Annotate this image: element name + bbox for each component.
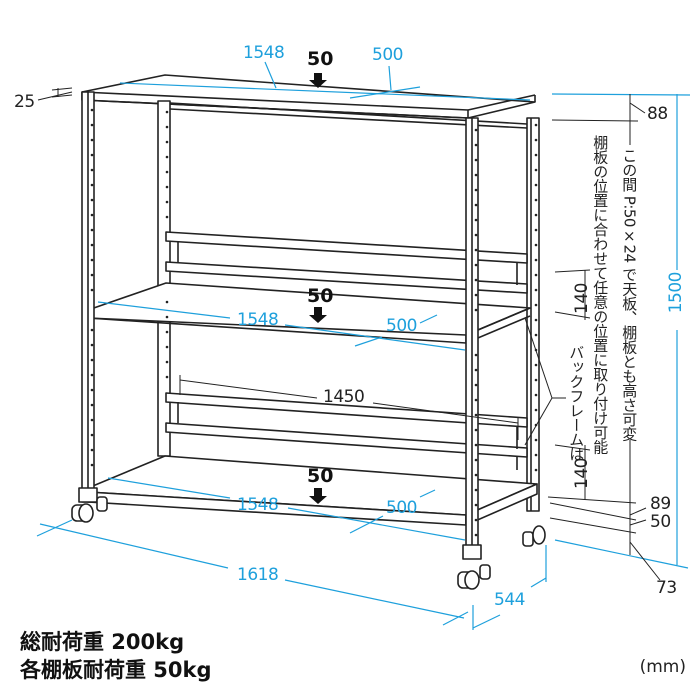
back-frame-width-label: 1450: [323, 387, 365, 407]
top-offset-label: 88: [647, 104, 668, 124]
bottom-gap-label-89: 89: [650, 494, 671, 514]
total-load-spec: 総耐荷重 200kg: [20, 630, 185, 654]
shelf-load-spec: 各棚板耐荷重 50kg: [20, 658, 212, 682]
bottom-shelf-load-label: 50: [307, 465, 334, 487]
back-frame-lower-height-label: 140: [572, 458, 592, 489]
bottom-shelf-width-label: 1548: [237, 495, 279, 515]
middle-shelf-width-label: 1548: [237, 310, 279, 330]
back-frame-note-line1: バックフレームは: [567, 345, 586, 461]
unit-label: (mm): [639, 657, 686, 677]
caster-front-right: [457, 564, 491, 590]
caster-back-right: [522, 525, 546, 547]
top-shelf-depth-label: 500: [372, 45, 403, 65]
bottom-gap-label-50: 50: [650, 512, 671, 532]
caster-height-label: 73: [656, 578, 677, 598]
top-shelf-width-label: 1548: [243, 43, 285, 63]
middle-shelf-load-label: 50: [307, 285, 334, 307]
overall-depth-label: 544: [494, 590, 525, 610]
arrow-down-icon: [309, 307, 327, 323]
dimension-lines-black: [37, 87, 661, 581]
post-holes: [90, 108, 538, 537]
top-shelf-load-label: 50: [307, 48, 334, 70]
back-frame-note-line3: この間 P:50×24 で天板、棚板とも高さ可変: [620, 148, 639, 441]
overall-width-label: 1618: [237, 565, 279, 585]
bottom-shelf-depth-label: 500: [386, 498, 417, 518]
caster-back-left: [96, 496, 108, 512]
load-arrows: [309, 73, 327, 504]
back-frame-note-line2: 棚板の位置に合わせて任意の位置に取り付け可能: [591, 135, 610, 454]
back-frame-upper-height-label: 140: [572, 283, 592, 314]
top-shelf-thickness-label: 25: [14, 92, 35, 112]
caster-front-left: [71, 503, 94, 523]
middle-shelf-depth-label: 500: [386, 316, 417, 336]
overall-height-label: 1500: [666, 272, 686, 314]
dimension-lines-blue: [36, 61, 691, 630]
arrow-down-icon: [309, 73, 327, 88]
arrow-down-icon: [309, 488, 327, 504]
shelf-outline: [71, 74, 546, 590]
